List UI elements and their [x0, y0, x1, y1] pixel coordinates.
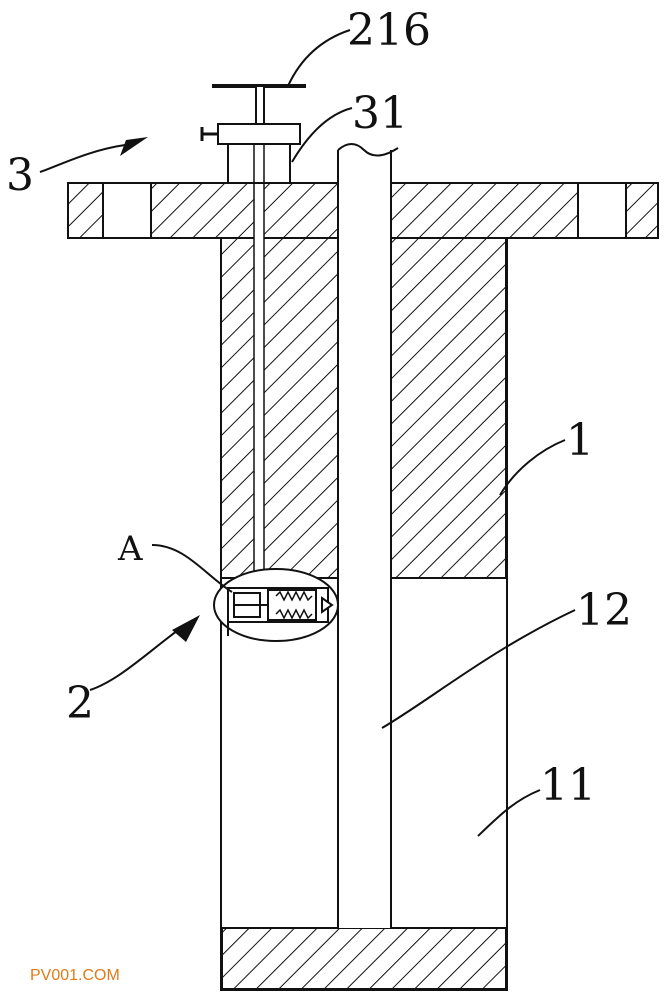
rod-channel [254, 150, 264, 588]
label-31: 31 [352, 88, 408, 139]
label-2: 2 [66, 678, 94, 729]
central-pipe [337, 143, 399, 928]
label-a: A [117, 529, 143, 569]
label-12: 12 [576, 585, 632, 636]
main-body [220, 237, 508, 991]
label-11: 11 [540, 760, 596, 811]
arrowhead-2 [172, 615, 200, 642]
detail-a-mechanism [213, 568, 339, 642]
leader-lines [39, 29, 576, 837]
watermark-text: PV001.COM [30, 967, 120, 984]
arrowhead-3 [120, 137, 148, 156]
handle-assembly [200, 84, 306, 184]
label-3: 3 [6, 150, 34, 201]
label-216: 216 [347, 5, 431, 56]
label-1: 1 [566, 415, 594, 466]
